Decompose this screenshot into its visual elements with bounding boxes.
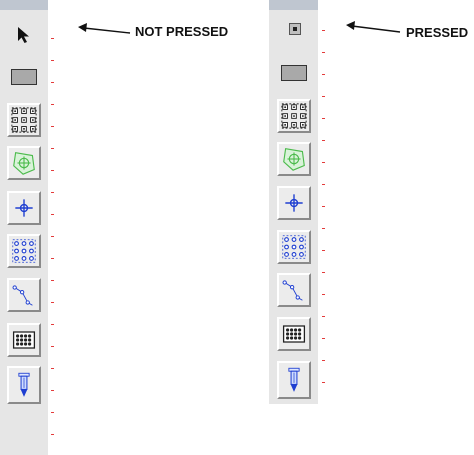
select-tool[interactable] [278,12,312,46]
crosshair-tool[interactable] [277,186,311,220]
ruler-tick [51,302,54,303]
plate-tool[interactable] [277,317,311,351]
polygon-crosshair-icon [280,145,308,173]
ruler-tick [322,74,325,75]
grid-select-icon [280,102,308,130]
crosshair-icon [281,190,307,216]
annotation-pressed: PRESSED [406,25,469,40]
select-tool[interactable] [7,18,41,52]
ruler-tick [322,316,325,317]
ruler-tick [51,170,54,171]
pipette-tool[interactable] [277,361,311,399]
ruler-tick [322,338,325,339]
ruler-tick [322,228,325,229]
polyline-tool[interactable] [277,273,311,307]
ruler-tick [51,368,54,369]
ruler-tick [322,96,325,97]
annotation-arrow-left [78,23,131,34]
panel-top-bar [0,0,48,10]
pipette-icon [13,369,35,401]
annotation-not-pressed: NOT PRESSED [135,24,229,39]
pipette-tool[interactable] [7,366,41,404]
ruler-tick [51,412,54,413]
ruler-tick [51,38,54,39]
annotation-arrow-right [346,21,401,33]
ruler-tick [51,324,54,325]
polygon-tool[interactable] [277,142,311,176]
ruler-tick [51,126,54,127]
ruler-tick [51,60,54,61]
ruler-tick [322,360,325,361]
rectangle-tool[interactable] [277,56,311,90]
grid-select-icon [10,106,38,134]
polyline-icon [280,276,308,304]
ruler-tick [51,258,54,259]
toolbar-panel-not-pressed [0,0,48,455]
arrow-pointer-icon [17,26,31,44]
ruler-tick [322,382,325,383]
ruler-tick [51,236,54,237]
point-grid-tool[interactable] [7,234,41,268]
ruler-tick [51,280,54,281]
crosshair-tool[interactable] [7,191,41,225]
crosshair-icon [11,195,37,221]
rectangle-icon [281,65,307,81]
rectangle-tool[interactable] [7,60,41,94]
grid-select-tool[interactable] [277,99,311,133]
ruler-tick [51,104,54,105]
plate-icon [281,322,307,346]
ruler-tick [51,148,54,149]
ruler-tick [322,162,325,163]
rectangle-icon [11,69,37,85]
ruler-tick [51,214,54,215]
point-grid-icon [10,237,38,265]
ruler-tick [322,140,325,141]
ruler-tick [322,30,325,31]
ruler-tick [322,294,325,295]
ruler-tick [322,250,325,251]
ruler-tick [322,184,325,185]
polygon-tool[interactable] [7,146,41,180]
panel-top-bar [269,0,318,10]
ruler-tick [51,390,54,391]
plate-icon [11,328,37,352]
pipette-icon [283,364,305,396]
point-grid-tool[interactable] [277,230,311,264]
ruler-tick [51,434,54,435]
ruler-tick [322,272,325,273]
point-grid-icon [280,233,308,261]
polyline-tool[interactable] [7,278,41,312]
ruler-tick [51,192,54,193]
ruler-tick [322,118,325,119]
ruler-tick [51,82,54,83]
plate-tool[interactable] [7,323,41,357]
polygon-crosshair-icon [10,149,38,177]
polyline-icon [10,281,38,309]
toolbar-panel-pressed [269,0,318,404]
ruler-tick [51,346,54,347]
ruler-tick [322,206,325,207]
small-square-icon [289,23,301,35]
ruler-tick [322,52,325,53]
grid-select-tool[interactable] [7,103,41,137]
